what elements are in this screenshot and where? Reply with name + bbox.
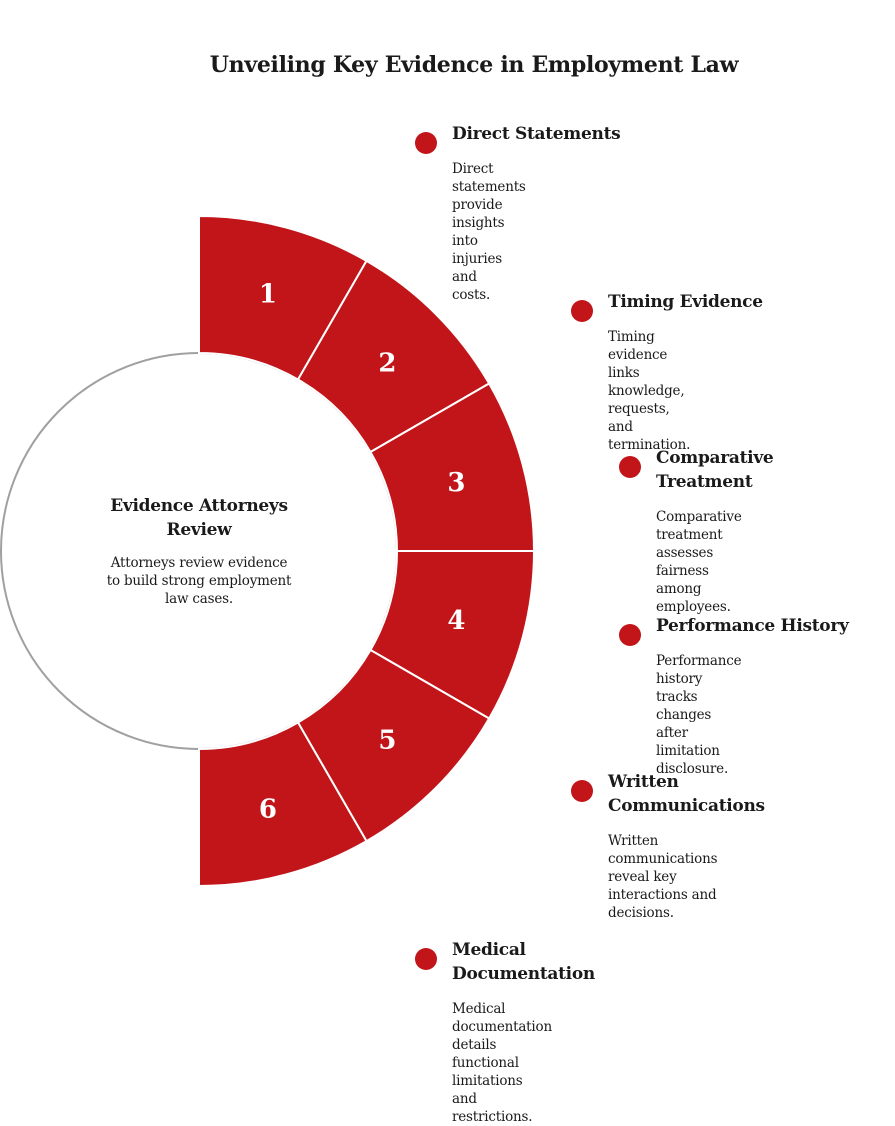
bullet-dot-icon <box>571 780 593 802</box>
center-description: Attorneys review evidence to build stron… <box>96 554 302 608</box>
segment-number: 3 <box>447 468 465 498</box>
item-desc-line: Direct statements provide <box>452 161 526 213</box>
item-desc-line: details functional limitations <box>452 1037 523 1089</box>
segment-number: 6 <box>259 794 277 824</box>
item-desc-line: Timing evidence links <box>608 329 668 381</box>
item-title-line: Documentation <box>452 964 595 984</box>
item-description: Performance history tracks changes after… <box>656 652 742 778</box>
item-desc-line: costs. <box>452 287 491 303</box>
item-desc-line: termination. <box>608 437 691 453</box>
item-title: Written Communications <box>608 770 765 818</box>
item-desc-line: Performance history tracks <box>656 653 742 705</box>
item-description: Medical documentation details functional… <box>452 1000 552 1126</box>
item-desc-line: employees. <box>656 599 731 615</box>
segment-number: 1 <box>259 280 277 310</box>
center-title-line: Evidence Attorneys <box>110 496 288 516</box>
bullet-dot-icon <box>415 132 437 154</box>
item-title: Performance History <box>656 614 849 638</box>
item-title: Medical Documentation <box>452 938 595 986</box>
item-title-line: Direct Statements <box>452 124 621 144</box>
item-description: Comparative treatment assesses fairness … <box>656 508 742 616</box>
bullet-dot-icon <box>415 948 437 970</box>
item-title: Comparative Treatment <box>656 446 774 494</box>
item-desc-line: Medical documentation <box>452 1001 552 1035</box>
item-title: Direct Statements <box>452 122 621 146</box>
bullet-dot-icon <box>571 300 593 322</box>
item-desc-line: Comparative treatment <box>656 509 742 543</box>
page-title: Unveiling Key Evidence in Employment Law <box>209 52 739 78</box>
segment-number: 2 <box>378 349 396 379</box>
item-title-line: Timing Evidence <box>608 292 763 312</box>
bullet-dot-icon <box>619 456 641 478</box>
center-desc-line: law cases. <box>165 591 233 607</box>
item-title-line: Written <box>608 772 679 792</box>
bullet-dot-icon <box>619 624 641 646</box>
center-desc-line: to build strong employment <box>106 573 292 589</box>
ring-segments: 1 2 3 4 5 6 <box>198 214 536 888</box>
item-description: Timing evidence links knowledge, request… <box>608 328 690 454</box>
item-title-line: Treatment <box>656 472 753 492</box>
center-title: Evidence Attorneys Review <box>96 494 302 542</box>
segment-number: 5 <box>378 725 396 755</box>
item-desc-line: disclosure. <box>656 761 729 777</box>
item-desc-line: changes after limitation <box>656 707 720 759</box>
item-desc-line: insights into injuries and <box>452 215 505 285</box>
item-desc-line: reveal key interactions and <box>608 869 717 903</box>
item-description: Written communications reveal key intera… <box>608 832 718 922</box>
item-title-line: Medical <box>452 940 526 960</box>
item-title-line: Communications <box>608 796 765 816</box>
center-desc-line: Attorneys review evidence <box>110 555 288 571</box>
ring-segment-6 <box>198 721 368 888</box>
item-title-line: Comparative <box>656 448 774 468</box>
center-title-line: Review <box>166 520 232 540</box>
item-title: Timing Evidence <box>608 290 763 314</box>
item-desc-line: knowledge, requests, and <box>608 383 685 435</box>
item-title-line: Performance History <box>656 616 849 636</box>
segment-number: 4 <box>447 606 465 636</box>
item-desc-line: assesses fairness among <box>656 545 714 597</box>
item-desc-line: decisions. <box>608 905 674 921</box>
item-description: Direct statements provide insights into … <box>452 160 526 304</box>
center-block: Evidence Attorneys Review Attorneys revi… <box>96 494 302 608</box>
item-desc-line: and restrictions. <box>452 1091 533 1125</box>
item-desc-line: Written communications <box>608 833 718 867</box>
